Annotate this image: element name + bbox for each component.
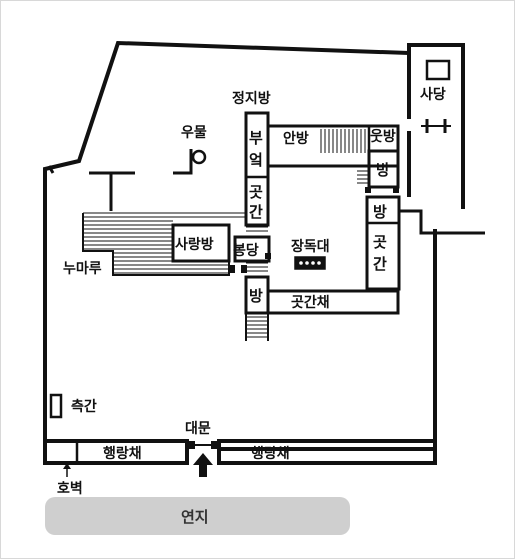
sarangbang-label: 사랑방	[175, 236, 214, 253]
pond	[45, 497, 350, 535]
storage-wing	[266, 289, 400, 315]
well-circle	[191, 149, 207, 165]
right-room-label: 방	[376, 161, 390, 179]
numaru-outline	[82, 213, 230, 276]
bottom-room-label: 방	[249, 287, 263, 305]
jar-terrace-label: 장독대	[291, 238, 330, 255]
numaru-label: 누마루	[63, 261, 102, 277]
bongdang-label: 봉당	[233, 242, 259, 259]
jar-terrace-dots	[299, 261, 321, 265]
right-outer-wall	[399, 209, 485, 235]
storeroom-right-label-2: 간	[373, 255, 387, 273]
anbang-label: 안방	[283, 130, 309, 147]
servant-quarters-left-label: 행랑채	[103, 446, 142, 462]
storeroom-left-label-1: 곳	[249, 183, 263, 201]
right-wing-block	[365, 195, 401, 291]
kitchen-room-label: 정지방	[232, 90, 271, 107]
boundary-wall	[43, 40, 410, 449]
right-wing-door-marks	[365, 187, 399, 193]
entrance-arrow-icon	[193, 453, 213, 477]
jar-terrace-box	[294, 256, 326, 270]
kitchen-block	[244, 111, 270, 227]
hobeok-pointer-head	[63, 463, 71, 469]
servant-quarters-right	[217, 439, 437, 465]
shrine-label: 사당	[420, 86, 446, 103]
right-wing-hatch	[357, 166, 368, 184]
toilet-box	[49, 393, 63, 419]
hobeok-label: 호벽	[57, 480, 83, 497]
storage-wing-label: 곳간채	[291, 294, 330, 311]
servant-quarters-left	[43, 439, 189, 465]
numaru-hatch	[83, 212, 245, 274]
main-gate-marks	[189, 441, 217, 449]
east-yard-wall	[217, 229, 437, 465]
well-stand	[173, 149, 193, 175]
bongdang-block	[233, 235, 271, 263]
kitchen-label-2: 엌	[249, 151, 263, 169]
storeroom-right-label-1: 곳	[373, 233, 387, 251]
bottom-room-hatch	[246, 316, 268, 338]
servant-quarters-right-label: 행랑채	[251, 446, 290, 462]
main-room-row	[266, 124, 400, 168]
toilet-label: 측간	[71, 398, 97, 415]
shrine-altar-box	[425, 59, 451, 81]
utbang-label: 웃방	[370, 128, 396, 145]
right-wing-room-top	[367, 149, 400, 189]
boundary-wall-small-mark	[47, 165, 55, 174]
main-room-veranda-hatch	[320, 129, 366, 153]
storeroom-left-label-2: 간	[249, 203, 263, 221]
kitchen-label-1: 부	[249, 129, 263, 147]
main-gate-label: 대문	[185, 421, 211, 437]
bongdang-door-marks	[229, 253, 271, 273]
shrine-enclosure-wall	[407, 43, 465, 209]
bongdang-hatch	[246, 226, 268, 272]
pond-label: 연지	[181, 508, 209, 526]
right-room2-label: 방	[373, 203, 387, 221]
well-label: 우물	[181, 125, 207, 141]
